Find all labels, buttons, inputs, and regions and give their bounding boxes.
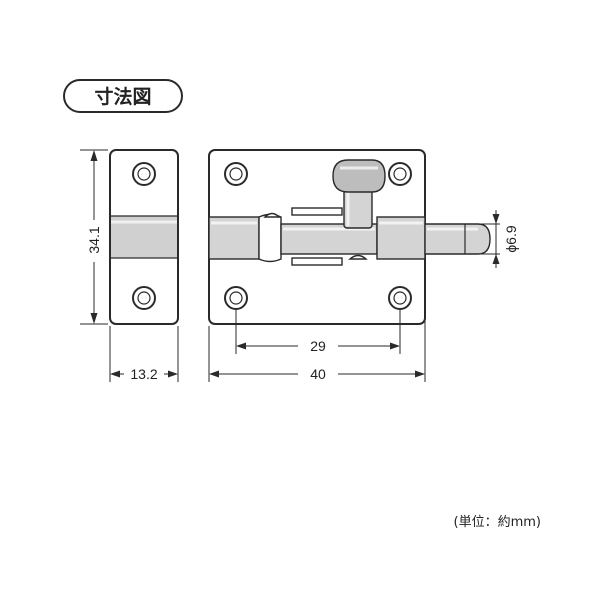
bolt-diameter-label: ϕ6.9: [503, 225, 519, 253]
front-screw-hole-bottom-right: [388, 286, 412, 310]
height-dimension: 34.1: [80, 149, 108, 325]
height-dimension-label: 34.1: [86, 226, 102, 253]
side-screw-hole-bottom: [132, 286, 156, 310]
bolt-assembly: [208, 212, 491, 263]
title-badge: 寸法図: [63, 79, 183, 113]
title-badge-label: 寸法図: [94, 85, 151, 108]
side-width-dimension-label: 13.2: [130, 366, 157, 382]
front-view: [208, 149, 491, 325]
unit-note: (単位：約mm): [454, 514, 541, 530]
side-view: [109, 149, 179, 325]
front-screw-hole-top-right: [388, 162, 412, 186]
side-view-plate: [109, 149, 179, 325]
front-screw-hole-bottom-left: [224, 286, 248, 310]
bolt-handle-knob: [332, 159, 386, 229]
bolt-diameter-dimension: ϕ6.9: [480, 210, 519, 268]
side-screw-hole-top: [132, 162, 156, 186]
hole-pitch-dimension: 29: [235, 310, 401, 354]
side-width-dimension: 13.2: [109, 326, 179, 382]
bolt-guide-rails: [291, 207, 343, 266]
total-width-label: 40: [310, 366, 326, 382]
front-screw-hole-top-left: [224, 162, 248, 186]
hole-pitch-label: 29: [310, 338, 326, 354]
total-width-dimension: 40: [208, 262, 426, 382]
